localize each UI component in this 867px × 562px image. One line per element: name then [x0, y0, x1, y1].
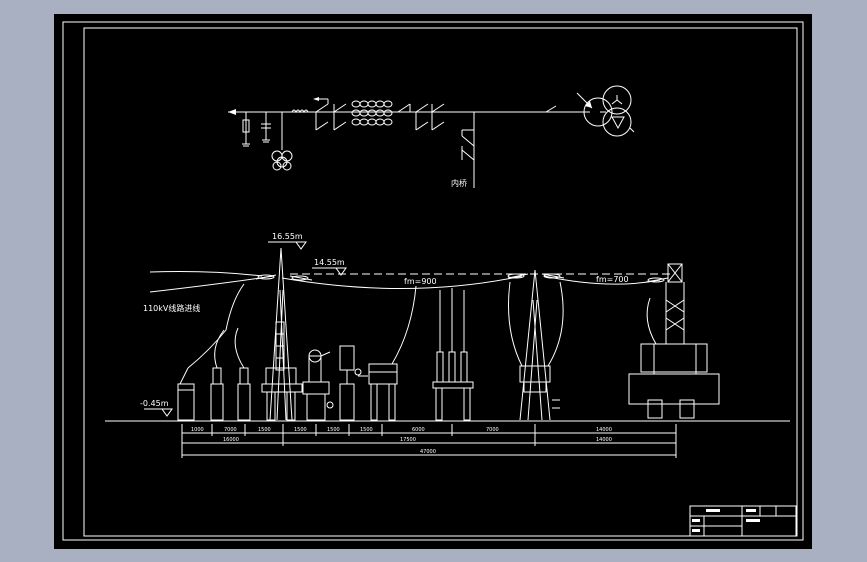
bus-support-posts — [432, 288, 474, 421]
level-top-label: 16.55m — [272, 232, 303, 241]
transformer-gantry — [665, 263, 685, 344]
outer-frame — [62, 21, 804, 541]
incoming-conductor-2 — [149, 275, 275, 293]
dim-text: 6000 — [412, 427, 425, 433]
insulator-strings — [255, 273, 669, 283]
dimension-text: 1000 7000 1500 1500 1500 1500 6000 7000 … — [191, 427, 612, 455]
dimension-lines — [181, 424, 677, 458]
dim-text: 16000 — [223, 437, 239, 443]
bus-span-left — [281, 275, 523, 289]
dim-text: 1500 — [294, 427, 307, 433]
level-marker-top — [268, 241, 307, 250]
cad-viewport[interactable]: 内桥 16.55m 14.55m — [54, 14, 812, 549]
power-transformer — [628, 297, 720, 419]
sag-right-label: fm=700 — [596, 275, 629, 284]
dim-text: 14000 — [596, 437, 612, 443]
arrester-icon — [242, 119, 250, 133]
level-mid-label: 14.55m — [314, 258, 345, 267]
inner-bridge-label: 内桥 — [451, 178, 467, 188]
voltage-transformer-icon — [271, 150, 293, 171]
inner-bridge-branch — [461, 112, 475, 188]
dim-text: 47000 — [420, 449, 436, 455]
title-block — [689, 505, 797, 537]
bus-disconnector-icon — [415, 103, 445, 131]
breaker-equipment — [302, 349, 334, 421]
sag-left-label: fm=900 — [404, 277, 437, 286]
level-ground-label: -0.45m — [140, 399, 169, 408]
level-marker-ground — [144, 408, 173, 417]
current-transformer-icon — [351, 100, 393, 126]
dim-text: 1000 — [191, 427, 204, 433]
main-transformer-icon — [576, 85, 635, 137]
dim-text: 7000 — [224, 427, 237, 433]
incoming-conductor — [149, 271, 263, 277]
dim-text: 1500 — [258, 427, 271, 433]
transformer-switch-icon — [545, 105, 557, 113]
outgoing-arrow-icon — [228, 109, 236, 115]
dim-text: 14000 — [596, 427, 612, 433]
arrester-stand — [177, 367, 195, 421]
left-gantry — [261, 247, 303, 421]
dim-text: 1500 — [360, 427, 373, 433]
dim-text: 7000 — [486, 427, 499, 433]
line-trap-icon — [291, 109, 309, 114]
disconnector-equipment — [339, 345, 368, 421]
capacitor-stand-2 — [234, 327, 251, 421]
level-marker-mid — [312, 267, 347, 276]
dim-text: 1500 — [327, 427, 340, 433]
center-gantry — [508, 269, 564, 421]
incoming-line-label: 110kV线路进线 — [143, 303, 200, 313]
incoming-drop-lead — [187, 283, 245, 369]
circuit-breaker-icon — [397, 103, 411, 113]
ct-equipment — [368, 285, 417, 421]
capacitor-stand-1 — [210, 329, 225, 421]
inner-frame — [83, 27, 798, 537]
line-disconnector-icon — [313, 97, 347, 131]
dim-text: 17500 — [400, 437, 416, 443]
drawing-canvas: 内桥 16.55m 14.55m — [62, 21, 804, 541]
elevation-drawing: 16.55m 14.55m -0.45m 110kV线路进线 fm=900 fm… — [105, 232, 790, 458]
single-line-schematic: 内桥 — [228, 85, 635, 188]
